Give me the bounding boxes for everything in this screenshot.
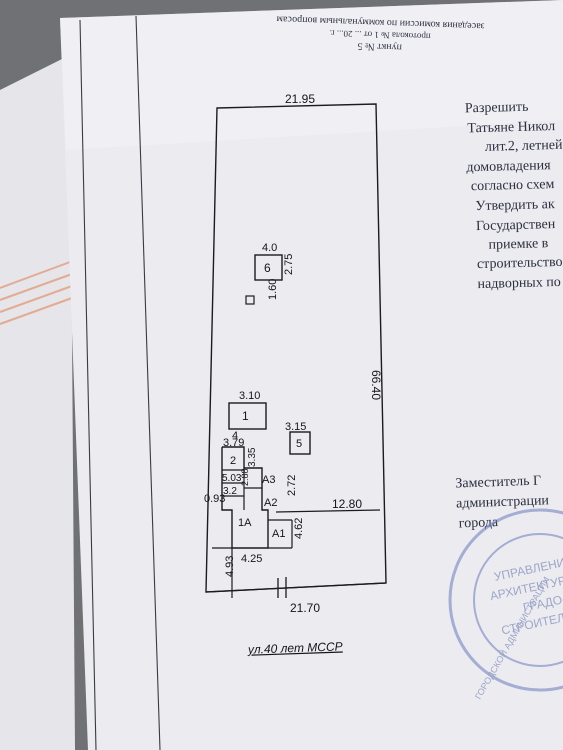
svg-text:2.72: 2.72 bbox=[286, 475, 298, 496]
svg-text:надворных по: надворных по bbox=[477, 275, 561, 292]
svg-text:домовладения: домовладения bbox=[466, 158, 551, 175]
building-5 bbox=[289, 431, 311, 455]
svg-text:Татьяне Никол: Татьяне Никол bbox=[467, 119, 555, 136]
svg-text:Разрешить: Разрешить bbox=[465, 100, 529, 117]
svg-text:0.93: 0.93 bbox=[204, 493, 225, 505]
site-plan: 21.95 66.40 6 4.0 2.75 1.60 1 3.10 4 5 3… bbox=[204, 92, 387, 657]
svg-text:администрации: администрации bbox=[456, 493, 550, 511]
svg-text:1A: 1A bbox=[238, 517, 252, 529]
svg-text:12.80: 12.80 bbox=[332, 497, 362, 511]
svg-text:4.0: 4.0 bbox=[262, 242, 277, 254]
document-sheet bbox=[60, 0, 563, 750]
svg-text:2.75: 2.75 bbox=[283, 254, 295, 275]
label-a2: A2 bbox=[264, 497, 277, 509]
decision-text: Разрешить Татьяне Никол лит.2, летней до… bbox=[465, 100, 563, 292]
svg-text:приемке в: приемке в bbox=[488, 236, 549, 253]
svg-text:4.93: 4.93 bbox=[224, 556, 236, 577]
svg-text:5.03: 5.03 bbox=[222, 473, 242, 484]
svg-text:4: 4 bbox=[232, 430, 238, 442]
svg-text:3.35: 3.35 bbox=[247, 447, 258, 467]
dim-right-length: 66.40 bbox=[369, 370, 383, 400]
street-label: ул.40 лет МССР bbox=[247, 639, 343, 656]
svg-text:6: 6 bbox=[264, 261, 271, 275]
svg-text:3.79: 3.79 bbox=[223, 437, 244, 449]
svg-text:4.25: 4.25 bbox=[241, 553, 262, 565]
svg-text:2.88: 2.88 bbox=[240, 468, 250, 486]
svg-text:Утвердить ак: Утвердить ак bbox=[475, 197, 555, 214]
svg-text:5: 5 bbox=[296, 438, 302, 450]
house-outline bbox=[221, 446, 269, 549]
header-line-2: протокола № 1 от ... 20... г. bbox=[329, 28, 430, 42]
label-a3: A3 bbox=[262, 474, 275, 486]
svg-text:3.15: 3.15 bbox=[285, 421, 306, 433]
svg-text:строительство: строительство bbox=[477, 255, 563, 272]
svg-text:1.60: 1.60 bbox=[267, 279, 279, 300]
svg-text:согласно схем: согласно схем bbox=[471, 177, 555, 194]
svg-text:лит.2, летней: лит.2, летней bbox=[485, 138, 563, 155]
dim-bottom-width: 21.70 bbox=[290, 601, 320, 615]
header-line-1: пункт № 5 bbox=[357, 40, 402, 53]
background-sheet bbox=[0, 55, 75, 750]
well-square bbox=[245, 295, 255, 305]
svg-text:3.10: 3.10 bbox=[239, 390, 260, 402]
svg-text:Заместитель Г: Заместитель Г bbox=[455, 474, 541, 492]
svg-text:Государствен: Государствен bbox=[476, 217, 556, 234]
label-building-2: 2 bbox=[230, 455, 236, 467]
building-6 bbox=[254, 254, 283, 281]
svg-text:A1: A1 bbox=[272, 528, 285, 540]
svg-text:3.2: 3.2 bbox=[223, 486, 237, 497]
signature-block: Заместитель Г администрации города bbox=[455, 474, 550, 532]
dim-top-width: 21.95 bbox=[285, 92, 315, 106]
margin-line bbox=[79, 19, 97, 750]
svg-text:1: 1 bbox=[242, 409, 249, 423]
svg-text:4.62: 4.62 bbox=[293, 518, 305, 539]
fold-line bbox=[135, 15, 161, 750]
building-1 bbox=[228, 402, 267, 430]
